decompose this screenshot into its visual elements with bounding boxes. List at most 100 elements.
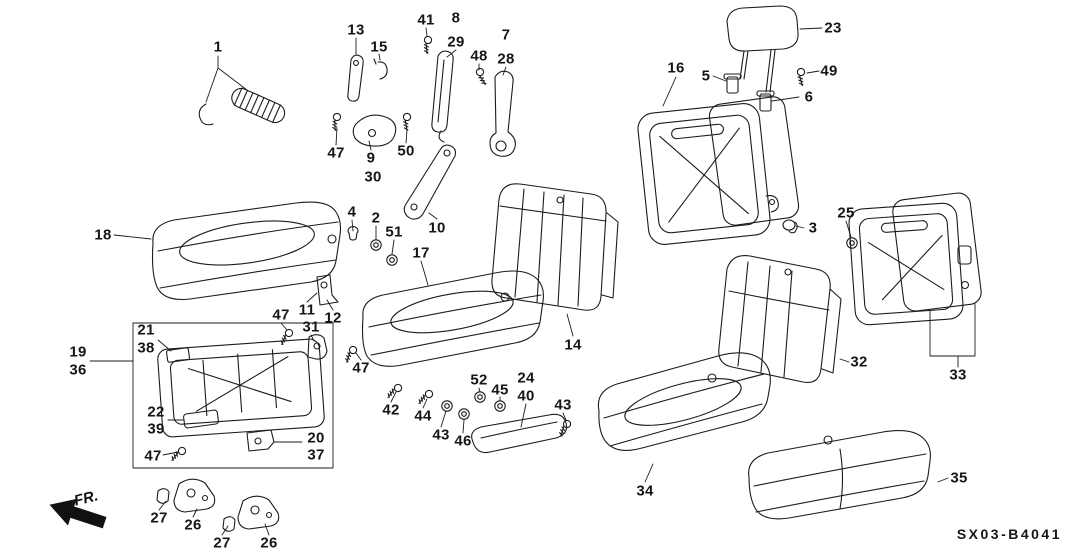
leader-lines (89, 27, 976, 536)
recliner-bracket-drawing (489, 70, 516, 157)
callout-16: 16 (667, 59, 685, 77)
callout-18: 18 (94, 226, 112, 244)
callout-47-a: 47 (327, 144, 345, 162)
collar-4-drawing (347, 226, 359, 241)
callout-22: 22 (147, 403, 165, 421)
callout-6: 6 (804, 88, 814, 106)
callout-47-b: 47 (272, 306, 290, 324)
headrest-guide-drawing (723, 73, 742, 94)
seat-cushion-mid-drawing (361, 270, 544, 367)
seat-cushion-left-drawing (151, 201, 342, 301)
callout-47-c: 47 (352, 359, 370, 377)
callout-23: 23 (824, 19, 842, 37)
bolt-43b-drawing (555, 418, 573, 438)
callout-26-b: 26 (260, 534, 278, 552)
cushion-frame-box-drawing (132, 322, 334, 469)
callout-13: 13 (347, 21, 365, 39)
callout-41: 41 (417, 11, 435, 29)
headrest-drawing (726, 5, 799, 93)
seatback-frame-right-drawing (848, 192, 982, 326)
callout-43-a: 43 (432, 426, 450, 444)
seat-cushion-bottom-right-drawing (748, 430, 931, 520)
callout-40: 40 (517, 387, 535, 405)
callout-51: 51 (385, 223, 403, 241)
seatback-cover-right-drawing (718, 254, 842, 384)
callout-47-d: 47 (144, 447, 162, 465)
callout-48: 48 (470, 47, 488, 65)
callout-34: 34 (636, 482, 654, 500)
washer-45-drawing (494, 400, 506, 412)
callout-1: 1 (213, 38, 223, 56)
callout-46: 46 (454, 432, 472, 450)
callout-28: 28 (497, 50, 515, 68)
recliner-rail-drawing (431, 50, 454, 143)
callout-17: 17 (412, 244, 430, 262)
callout-31: 31 (302, 318, 320, 336)
callout-15: 15 (370, 38, 388, 56)
seatback-frame-drawing (637, 96, 800, 245)
callout-7: 7 (501, 26, 511, 44)
fr-direction-arrow (49, 498, 107, 529)
callout-20: 20 (307, 429, 325, 447)
callout-27-a: 27 (150, 509, 168, 527)
callout-35: 35 (950, 469, 968, 487)
callout-52: 52 (470, 371, 488, 389)
screw-41-drawing (421, 35, 433, 55)
callout-42: 42 (382, 401, 400, 419)
callout-25: 25 (837, 204, 855, 222)
grommet-3-drawing (782, 219, 798, 234)
spring-part-drawing (198, 87, 286, 126)
screw-48-drawing (475, 67, 488, 87)
bolt-49-drawing (796, 67, 806, 87)
callout-19: 19 (69, 343, 87, 361)
washer-25-drawing (846, 237, 858, 249)
hinge-clip-b-drawing (222, 516, 236, 532)
callout-21: 21 (137, 321, 155, 339)
washer-46-drawing (458, 408, 470, 420)
callout-11: 11 (298, 301, 316, 319)
callout-32: 32 (850, 353, 868, 371)
screw-47d-drawing (168, 445, 188, 463)
seatback-cover-mid-drawing (491, 183, 619, 311)
nut-43a-drawing (441, 400, 453, 412)
bolt-44-drawing (415, 388, 435, 406)
hook-part-drawing (373, 58, 388, 80)
bracket-20-drawing (246, 429, 275, 452)
seat-cushion-bottom-mid-drawing (597, 352, 771, 451)
screw-47b-drawing (277, 327, 295, 347)
callout-33: 33 (949, 366, 967, 384)
callout-30: 30 (364, 168, 382, 186)
screw-47a-drawing (329, 111, 343, 132)
callout-29: 29 (447, 33, 465, 51)
hinge-bracket-31-drawing (307, 334, 328, 360)
headrest-guide-2-drawing (756, 90, 775, 112)
callout-43-b: 43 (554, 396, 572, 414)
hinge-bracket-b-drawing (237, 495, 280, 530)
washer-51-drawing (386, 254, 398, 266)
armrest-drawing (471, 413, 568, 454)
pivot-bracket-drawing (316, 274, 339, 306)
callout-10: 10 (428, 219, 446, 237)
callout-36: 36 (69, 361, 87, 379)
washer-2-drawing (370, 239, 382, 251)
callout-27-b: 27 (213, 534, 231, 552)
callout-3: 3 (808, 219, 818, 237)
callout-49: 49 (820, 62, 838, 80)
callout-4: 4 (347, 203, 357, 221)
callout-50: 50 (397, 142, 415, 160)
callout-14: 14 (564, 336, 582, 354)
link-arm-drawing (403, 144, 457, 220)
hinge-bracket-a-drawing (173, 478, 216, 513)
callout-5: 5 (701, 67, 711, 85)
callout-44: 44 (414, 407, 432, 425)
callout-38: 38 (137, 339, 155, 357)
callout-2: 2 (371, 209, 381, 227)
recliner-lever-drawing (347, 54, 364, 102)
recliner-cover-drawing (352, 114, 397, 147)
callout-9: 9 (366, 149, 376, 167)
callout-45: 45 (491, 381, 509, 399)
diagram-code: SX03-B4041 (956, 526, 1062, 542)
callout-37: 37 (307, 446, 325, 464)
